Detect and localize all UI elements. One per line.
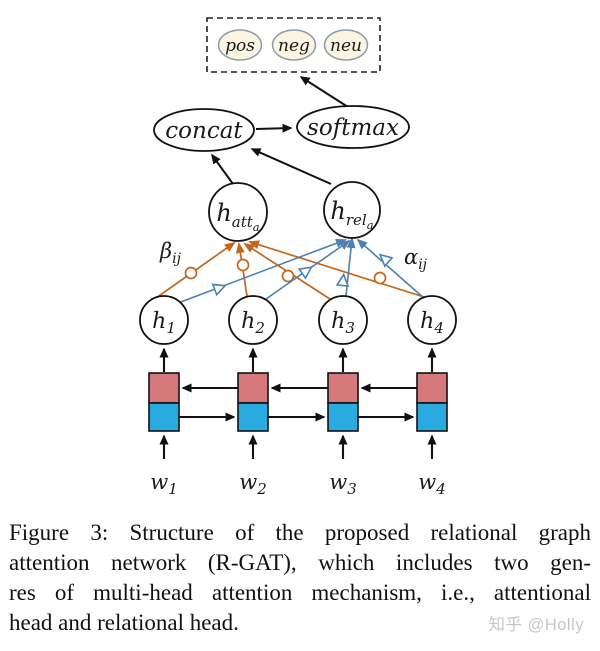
output-label-neu: neu [330, 36, 362, 56]
arrow-att-head-to-concat [211, 153, 234, 185]
caption-line-1: Figure 3: Structure of the proposed rela… [9, 520, 591, 545]
relational-head-node [323, 181, 381, 239]
bilstm-cells [148, 372, 448, 432]
input-label-w1: w1 [150, 470, 178, 498]
bilstm-forward-cell-3 [327, 402, 359, 432]
hidden-node-h3 [318, 295, 368, 345]
attention-weight-marker-4 [373, 271, 387, 285]
caption-line-2: attention network (R-GAT), which include… [9, 550, 591, 575]
hidden-node-h1 [139, 295, 189, 345]
attention-edge-h4 [248, 240, 425, 298]
figure-caption: Figure 3: Structure of the proposed rela… [0, 518, 600, 638]
relational-head-label: hrela [330, 197, 373, 232]
output-node-neu [323, 29, 369, 61]
output-nodes: pos neg neu [217, 29, 369, 61]
lower-arrows [159, 347, 437, 459]
zhihu-watermark: 知乎 @Holly [488, 616, 584, 634]
concat-node [153, 108, 255, 152]
arrow-softmax-to-output [299, 76, 349, 108]
attentional-head-node [208, 182, 268, 242]
bilstm-backward-cell-4 [416, 372, 448, 404]
input-labels: w1 w2 w3 w4 [150, 470, 446, 498]
attention-weight-marker-3 [281, 269, 295, 283]
arrow-rel-head-to-concat [250, 148, 332, 185]
input-label-w3: w3 [329, 470, 357, 498]
hidden-node-h4 [407, 295, 457, 345]
output-label-pos: pos [225, 36, 255, 56]
output-node-neg [271, 29, 317, 61]
hidden-node-h2 [228, 295, 278, 345]
attention-weight-marker-1 [184, 266, 198, 280]
relation-edge-h4 [356, 238, 426, 300]
relation-edge-h1 [177, 238, 347, 304]
relational-edges [177, 237, 426, 304]
arrow-concat-to-softmax [255, 123, 293, 133]
caption-line-4: head and relational head. [9, 610, 239, 635]
bilstm-backward-cell-2 [237, 372, 269, 404]
softmax-label: softmax [307, 115, 399, 141]
attentional-head-label: hatta [216, 199, 259, 234]
hidden-label-h1: h1 [152, 309, 176, 337]
rgat-diagram: pos neg neu concat softmax [139, 17, 457, 498]
relation-weight-marker-4 [378, 253, 394, 268]
bilstm-forward-cell-4 [416, 402, 448, 432]
hidden-label-h4: h4 [420, 309, 444, 337]
relation-weight-marker-1 [211, 283, 227, 297]
attentional-edges [155, 240, 425, 302]
input-label-w4: w4 [418, 470, 446, 498]
beta-weight-label: βij [159, 239, 182, 267]
bilstm-backward-cell-1 [148, 372, 180, 404]
softmax-node [296, 105, 410, 149]
attention-weight-marker-2 [236, 258, 250, 272]
bilstm-forward-cell-1 [148, 402, 180, 432]
hidden-label-h3: h3 [331, 309, 355, 337]
relation-weight-marker-3 [335, 272, 350, 287]
hidden-label-h2: h2 [241, 309, 265, 337]
relation-weight-marker-2 [297, 266, 313, 280]
concat-label: concat [165, 118, 243, 144]
hidden-nodes: h1 h2 h3 h4 [139, 295, 457, 345]
relation-edge-h3 [345, 237, 356, 297]
caption-line-3: res of multi-head attention mechanism, i… [9, 580, 591, 605]
bilstm-forward-cell-2 [237, 402, 269, 432]
output-node-pos [217, 29, 263, 61]
input-label-w2: w2 [239, 470, 267, 498]
alpha-weight-label: αij [404, 245, 428, 273]
upper-arrows [211, 76, 349, 185]
output-label-neg: neg [278, 36, 310, 56]
bilstm-backward-cell-3 [327, 372, 359, 404]
